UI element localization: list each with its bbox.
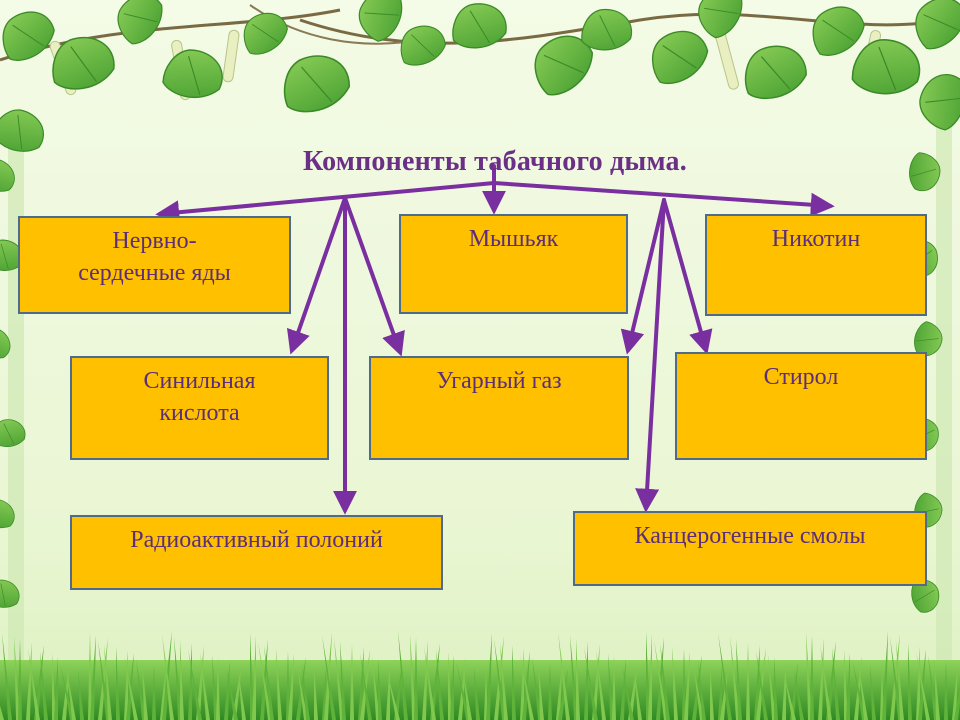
box-nervo-line-1: Нервно- bbox=[112, 228, 197, 254]
arrow-to-co-right bbox=[620, 198, 666, 355]
box-cyanide-line-2: кислота bbox=[159, 399, 240, 426]
box-carbon-monoxide: Угарный газ bbox=[369, 356, 629, 460]
box-arsenic-label: Мышьяк bbox=[468, 226, 559, 252]
box-radioactive-polonium: Радиоактивный полоний bbox=[70, 515, 443, 590]
box-arsenic: Мышьяк bbox=[399, 214, 628, 314]
box-co-label: Угарный газ bbox=[436, 368, 562, 394]
diagram-title: Компоненты табачного дыма. bbox=[303, 146, 687, 177]
arrow-nervo bbox=[155, 181, 496, 225]
box-nicotine: Никотин bbox=[705, 214, 927, 316]
box-styrene: Стирол bbox=[675, 352, 927, 460]
arrow-tar bbox=[635, 198, 666, 513]
box-tar-label: Канцерогенные смолы bbox=[634, 523, 866, 549]
box-nicotine-label: Никотин bbox=[771, 226, 861, 252]
arrow-nicotine bbox=[492, 181, 835, 217]
arrow-styrene bbox=[662, 198, 713, 355]
box-styrene-label: Стирол bbox=[763, 364, 839, 390]
box-carcinogenic-tar: Канцерогенные смолы bbox=[573, 511, 927, 586]
arrow-cyanide bbox=[286, 196, 347, 355]
box-nervo-cardiac-poisons: Нервно- сердечные яды bbox=[18, 216, 291, 314]
box-polonium-label: Радиоактивный полоний bbox=[130, 527, 383, 553]
arrow-co bbox=[343, 196, 405, 357]
box-cyanide-line-1: Синильная bbox=[143, 368, 256, 394]
box-nervo-line-2: сердечные яды bbox=[78, 259, 231, 286]
box-hydrocyanic-acid: Синильная кислота bbox=[70, 356, 329, 460]
